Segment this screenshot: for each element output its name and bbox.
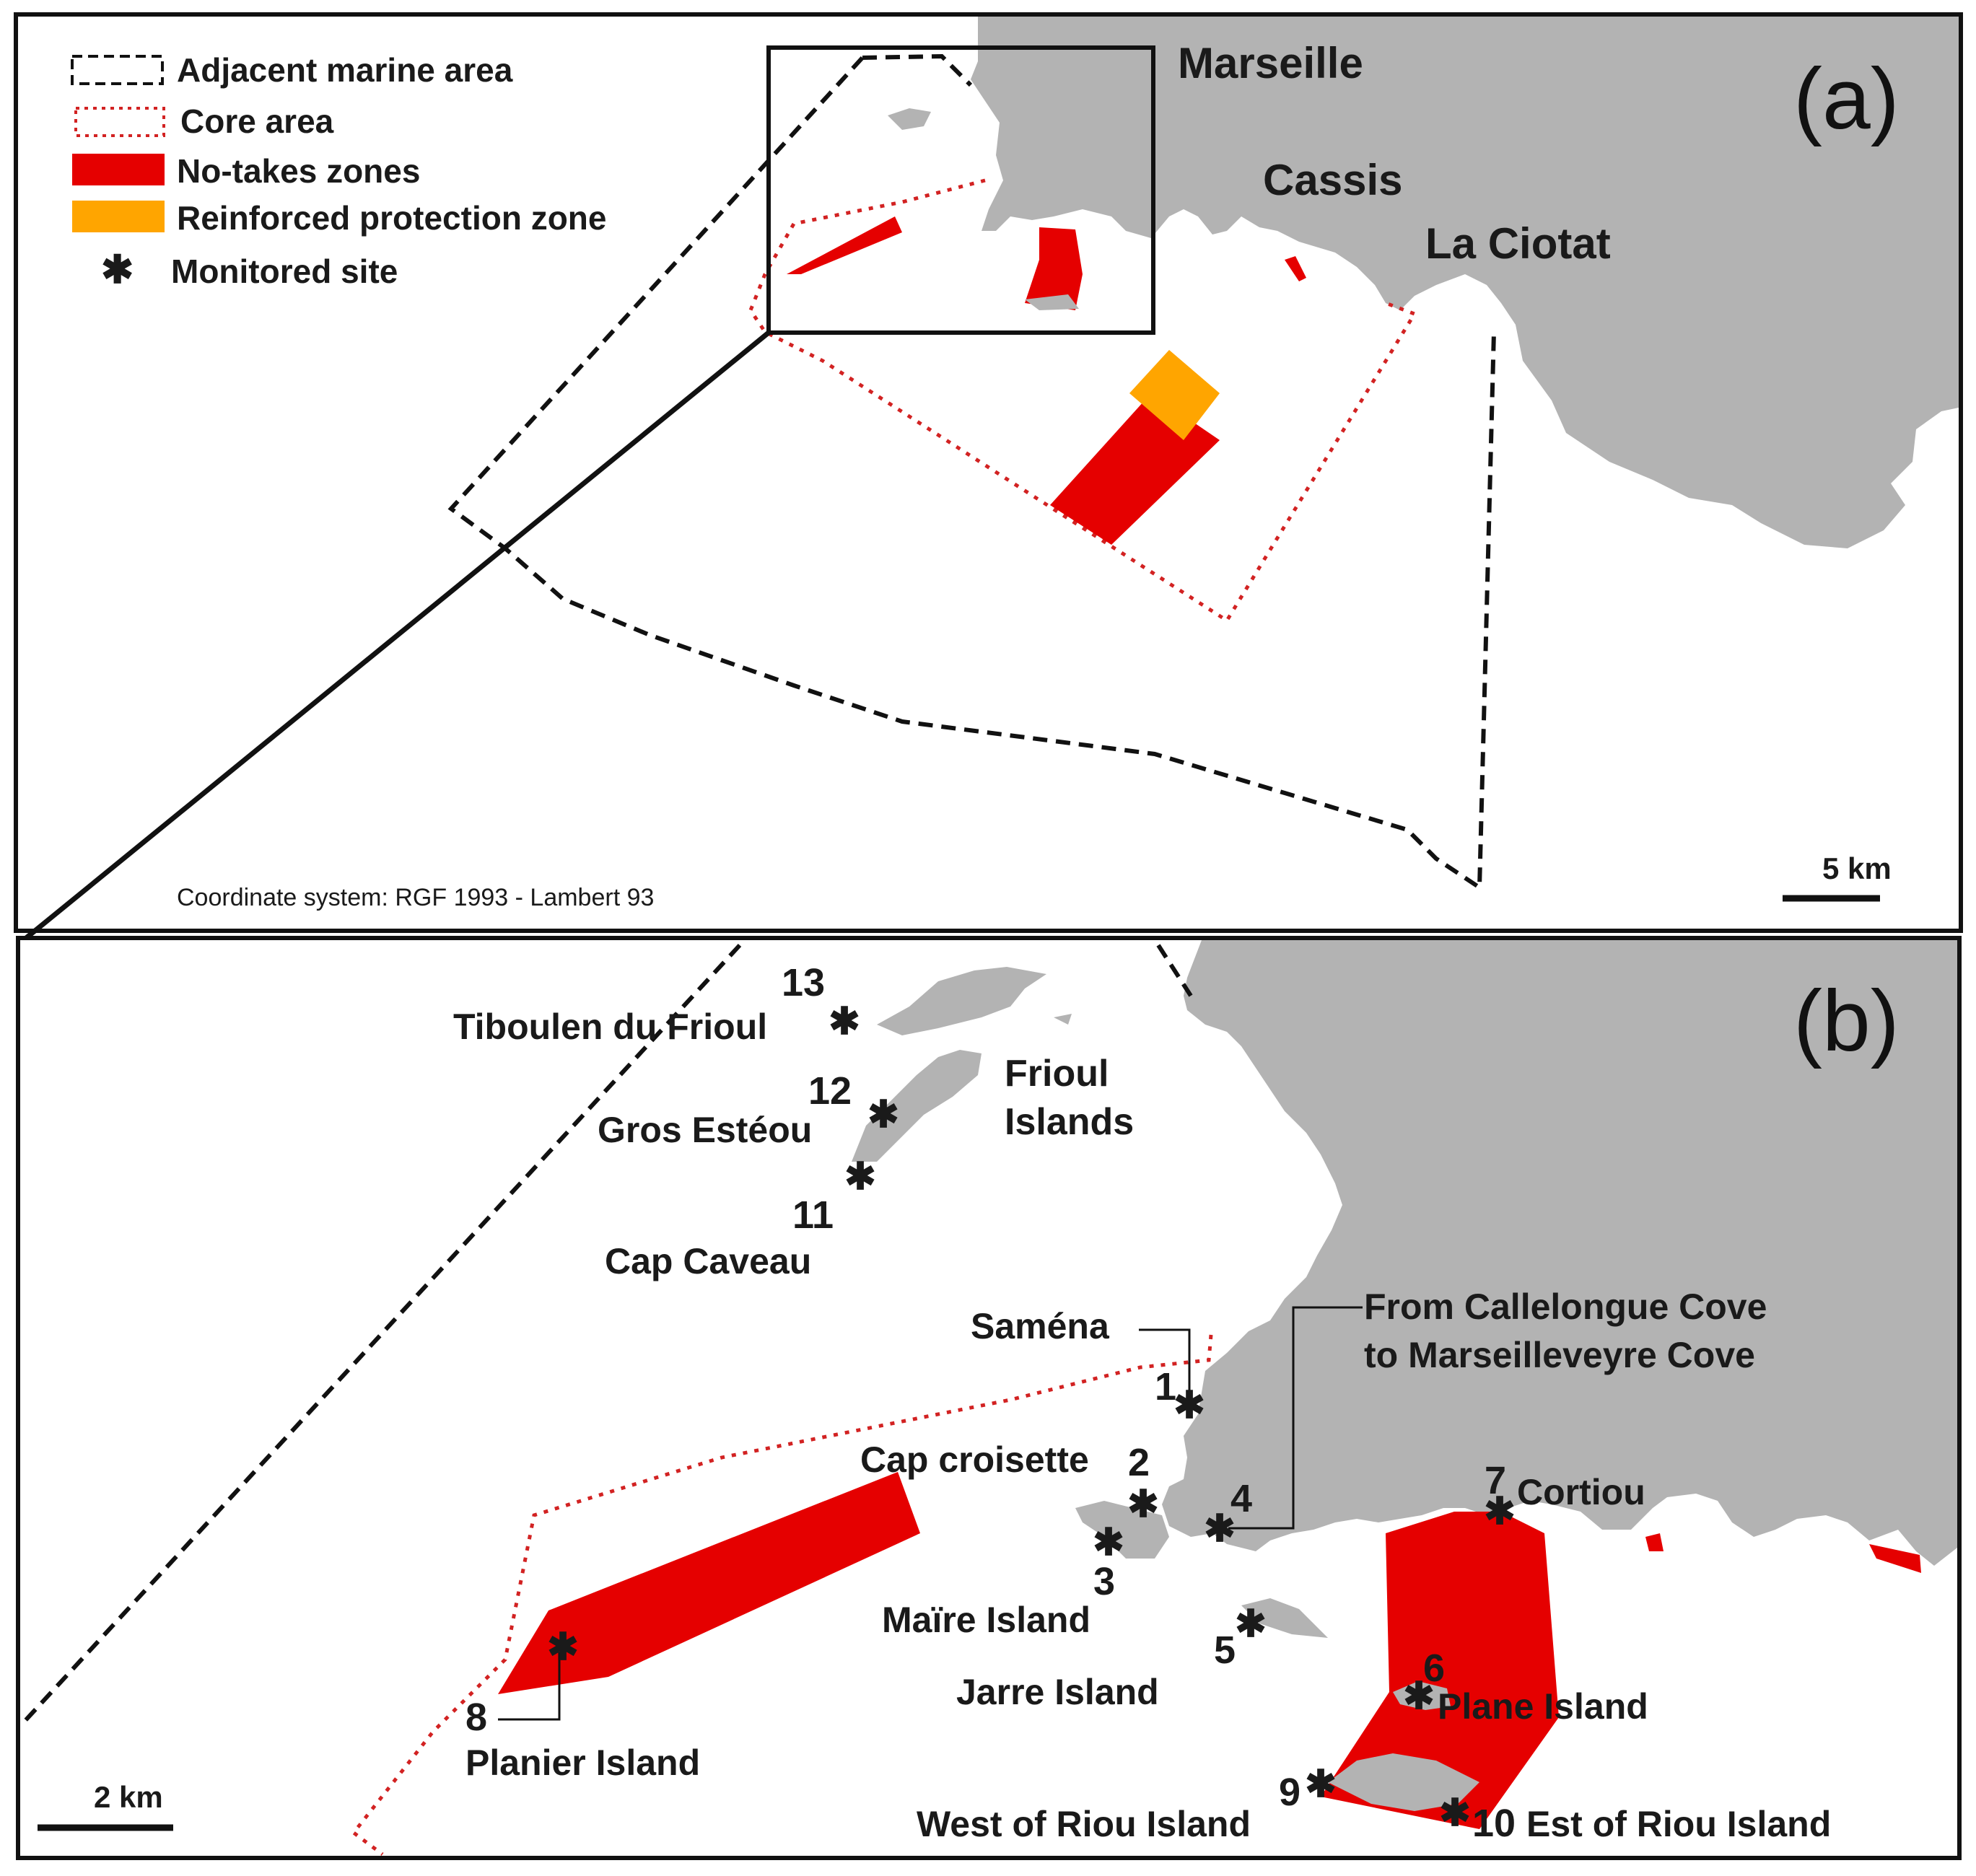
site-name-cap-croisette: Cap croisette [860, 1439, 1089, 1480]
site-number-1: 1 [1155, 1365, 1176, 1408]
legend-label-no-take: No-takes zones [177, 152, 420, 190]
site-number-9: 9 [1279, 1771, 1300, 1814]
site-number-12: 12 [808, 1069, 852, 1113]
panel-b-land [1162, 940, 1957, 1566]
panel-a-friou-islets [888, 108, 931, 130]
monitored-sites: ✱ ✱ ✱ ✱ ✱ ✱ ✱ ✱ ✱ ✱ ✱ ✱ ✱ [547, 1001, 1516, 1834]
site-name-jarre-island: Jarre Island [956, 1672, 1159, 1712]
panel-a-reinforced-zone [1129, 350, 1220, 440]
leader-line-planier [498, 1652, 561, 1721]
panel-b-no-take-planier [498, 1472, 920, 1694]
legend-label-reinforced: Reinforced protection zone [177, 199, 606, 237]
site-number-4: 4 [1230, 1477, 1252, 1520]
leader-line-samena [1139, 1328, 1191, 1400]
place-frioul-line1: Frioul [1005, 1053, 1109, 1095]
panel-a-no-take-riou [1025, 227, 1083, 310]
site-name-samena: Saména [971, 1306, 1110, 1346]
panel-a-no-take-planier [787, 216, 902, 274]
scale-label-b: 2 km [94, 1780, 163, 1814]
panel-b-riou-island [1328, 1753, 1479, 1811]
site-marker-10: ✱ [1439, 1792, 1471, 1834]
site-numbers: 1 2 3 4 5 6 7 8 9 10 11 12 13 [465, 961, 1516, 1845]
site-name-callelongue-line1: From Callelongue Cove [1364, 1287, 1767, 1327]
site-number-13: 13 [782, 961, 825, 1004]
legend: Adjacent marine area Core area No-takes … [71, 51, 606, 292]
panel-b-adjacent-area [19, 943, 1193, 1727]
place-frioul-line2: Islands [1005, 1101, 1134, 1143]
site-name-planier-island: Planier Island [465, 1743, 700, 1783]
panel-b-tag: (b) [1793, 973, 1900, 1069]
city-la-ciotat: La Ciotat [1425, 219, 1611, 268]
site-number-7: 7 [1485, 1459, 1506, 1502]
site-number-6: 6 [1423, 1647, 1445, 1690]
site-marker-1: ✱ [1173, 1385, 1205, 1426]
site-name-plane-island: Plane Island [1438, 1686, 1648, 1727]
panel-b-islet [1054, 1014, 1072, 1025]
panel-b-maire-island [1075, 1501, 1169, 1559]
site-marker-2: ✱ [1127, 1483, 1159, 1525]
site-marker-12: ✱ [867, 1094, 899, 1136]
panel-a-core-area [748, 178, 1417, 623]
site-number-5: 5 [1214, 1629, 1236, 1672]
site-name-maire-island: Maïre Island [882, 1600, 1090, 1640]
city-cassis: Cassis [1263, 156, 1402, 204]
site-marker-4: ✱ [1204, 1508, 1236, 1550]
legend-site-icon: ✱ [101, 248, 134, 292]
legend-swatch-no-take [72, 154, 165, 185]
panel-a-land [971, 17, 1959, 548]
panel-b-no-take-coast-1 [1645, 1533, 1664, 1551]
panel-a-tag: (a) [1793, 51, 1900, 147]
legend-label-adjacent: Adjacent marine area [177, 51, 513, 89]
leader-line-callelongue [1228, 1306, 1363, 1530]
site-marker-11: ✱ [844, 1156, 876, 1198]
site-marker-13: ✱ [829, 1001, 860, 1043]
site-number-11: 11 [792, 1193, 834, 1237]
panel-a-inset-box [766, 45, 1155, 335]
site-name-callelongue-line2: to Marseilleveyre Cove [1364, 1335, 1755, 1375]
site-name-gros-esteou: Gros Estéou [598, 1110, 812, 1150]
panel-b-core-area [351, 1334, 1213, 1856]
site-marker-3: ✱ [1093, 1522, 1124, 1564]
legend-swatch-core [74, 107, 165, 137]
panel-b-jarre-island [1241, 1598, 1328, 1638]
panel-b-no-take-riou [1321, 1512, 1559, 1829]
legend-swatch-adjacent [71, 55, 164, 85]
site-number-8: 8 [465, 1696, 487, 1739]
site-name-cortiou: Cortiou [1517, 1472, 1645, 1512]
scale-label-a: 5 km [1822, 851, 1892, 885]
inset-connector-line [19, 330, 771, 944]
site-number-10: 10 [1472, 1802, 1516, 1845]
site-name-west-riou: West of Riou Island [917, 1804, 1251, 1844]
site-number-2: 2 [1128, 1441, 1150, 1484]
panel-b-no-take-coast-2 [1869, 1544, 1921, 1573]
panel-a-no-take-coast [1285, 256, 1306, 281]
site-name-tiboulen: Tiboulen du Frioul [453, 1007, 767, 1047]
site-marker-7: ✱ [1484, 1491, 1516, 1533]
panel-b-friou-island-main [852, 1050, 982, 1162]
legend-label-site: Monitored site [171, 253, 398, 290]
site-names: Saména Cap croisette Maïre Island From C… [453, 1007, 1831, 1844]
legend-label-core: Core area [180, 102, 334, 140]
panel-a: Adjacent marine area Core area No-takes … [14, 12, 1963, 933]
panel-b-plane-island [1393, 1681, 1451, 1710]
coordinate-system-note: Coordinate system: RGF 1993 - Lambert 93 [177, 884, 654, 911]
site-name-cap-caveau: Cap Caveau [605, 1241, 811, 1281]
site-number-3: 3 [1093, 1560, 1115, 1603]
site-marker-6: ✱ [1403, 1675, 1435, 1717]
site-marker-5: ✱ [1235, 1603, 1267, 1645]
site-marker-9: ✱ [1305, 1763, 1337, 1805]
city-marseille: Marseille [1178, 39, 1363, 87]
panel-a-riou-island [1025, 294, 1079, 310]
site-name-est-riou: Est of Riou Island [1526, 1804, 1831, 1844]
panel-b-tiboulen-island [877, 967, 1046, 1035]
legend-swatch-reinforced [72, 201, 165, 232]
site-marker-8: ✱ [547, 1626, 579, 1668]
panel-b: ✱ ✱ ✱ ✱ ✱ ✱ ✱ ✱ ✱ ✱ ✱ ✱ ✱ 1 2 3 4 5 6 7 … [16, 936, 1962, 1860]
